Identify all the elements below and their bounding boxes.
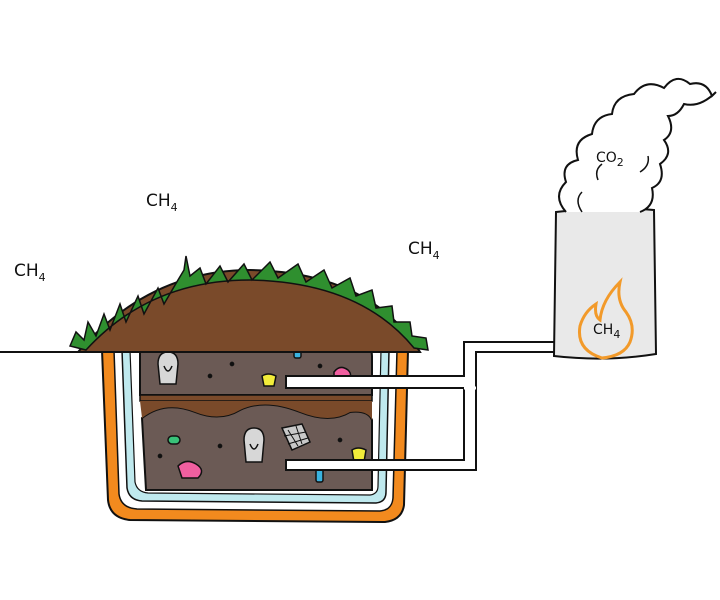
methane-label-right: CH4: [408, 239, 440, 262]
methane-label-top: CH4: [146, 191, 178, 214]
flare-gas-label: CH4: [593, 322, 620, 341]
trash-can-2: [243, 427, 265, 463]
flame-icon: [577, 277, 634, 360]
gas-pipes: [285, 341, 557, 471]
cover-soil-layer: [139, 394, 373, 402]
smoke-cloud-icon: [558, 77, 717, 213]
trash-green: [167, 435, 181, 445]
grass: [68, 255, 429, 351]
methane-label-left: CH4: [14, 261, 46, 284]
trash-yellow-1: [261, 373, 277, 387]
trash-basket: [280, 423, 311, 451]
smoke-gas-label: CO2: [596, 150, 624, 169]
middle-soil: [140, 401, 372, 420]
soil-cap: [75, 268, 422, 353]
flare-stack: CH4: [552, 207, 658, 360]
trash-can-1: [157, 351, 179, 385]
trash-pink-2: [177, 460, 203, 479]
